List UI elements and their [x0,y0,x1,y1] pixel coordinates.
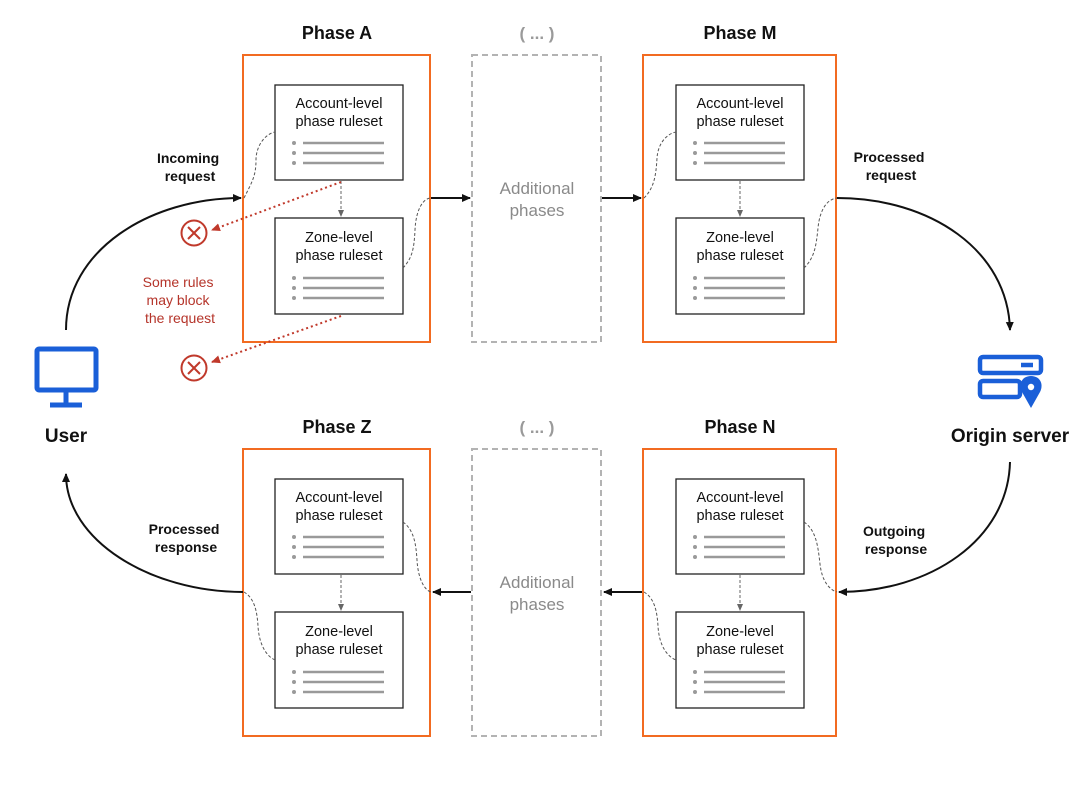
ruleset-label-line1: Account-level [696,96,783,112]
rule-list-icon [292,535,384,559]
outgoing-response-label: Outgoing response [863,523,929,557]
rule-list-icon [292,276,384,300]
ruleset-label-line1: Zone-level [706,624,774,640]
ruleset-label-line1: Zone-level [305,624,373,640]
dashed-callout [643,131,677,199]
dashed-callout [402,197,432,269]
phase-z-title: Phase Z [302,417,371,437]
ruleset-label-line1: Account-level [295,96,382,112]
blocked-x-icon [180,354,208,382]
processed-response-arrow [62,473,244,593]
block-note: Some rules may block the request [143,274,218,326]
outgoing-line1: Outgoing [863,523,925,539]
processed-request-line2: request [866,167,917,183]
incoming-request-label: Incoming request [157,150,223,184]
block-note-line3: the request [145,310,215,326]
zone-ruleset-box: Zone-level phase ruleset [675,217,805,315]
incoming-line1: Incoming [157,150,219,166]
additional-label-line2: phases [510,595,565,614]
block-note-line2: may block [147,292,211,308]
zone-ruleset-box: Zone-level phase ruleset [274,217,404,315]
additional-label-line1: Additional [500,573,575,592]
processed-request-line1: Processed [854,149,925,165]
ellipsis-top: ( ... ) [520,24,555,43]
ruleset-label-line2: phase ruleset [295,114,382,130]
zone-ruleset-box: Zone-level phase ruleset [675,611,805,709]
monitor-icon [34,346,99,408]
origin-server-label: Origin server [951,426,1070,447]
phase-a-title: Phase A [302,23,372,43]
ruleset-label-line1: Account-level [696,490,783,506]
ruleset-label-line2: phase ruleset [696,642,783,658]
processed-response-line1: Processed [149,521,220,537]
dashed-callout [243,591,276,661]
user-label: User [45,426,88,447]
ruleset-label-line2: phase ruleset [295,642,382,658]
server-location-icon [977,354,1044,408]
account-ruleset-box: Account-level phase ruleset [274,84,404,181]
ruleset-label-line1: Zone-level [706,230,774,246]
phase-m-box: Account-level phase ruleset Zone-level p… [642,54,838,343]
block-note-line1: Some rules [143,274,214,290]
dashed-callout [803,521,838,593]
ruleset-label-line2: phase ruleset [295,508,382,524]
rule-list-icon [292,141,384,165]
rule-list-icon [693,535,785,559]
phase-n-box: Account-level phase ruleset Zone-level p… [642,448,838,737]
ellipsis-bottom: ( ... ) [520,418,555,437]
rule-list-icon [693,670,785,694]
phase-n-title: Phase N [704,417,775,437]
dashed-callout [803,197,838,269]
rule-list-icon [693,141,785,165]
additional-phases-bottom: Additional phases [471,448,602,737]
additional-label-line1: Additional [500,179,575,198]
outgoing-line2: response [865,541,927,557]
blocked-x-icon [180,219,208,247]
ruleset-label-line2: phase ruleset [295,248,382,264]
additional-label-line2: phases [510,201,565,220]
phase-m-title: Phase M [703,23,776,43]
ruleset-label-line2: phase ruleset [696,114,783,130]
ruleset-label-line1: Zone-level [305,230,373,246]
dashed-callout [643,591,677,661]
processed-response-line2: response [155,539,217,555]
incoming-line2: request [165,168,216,184]
phase-z-box: Account-level phase ruleset Zone-level p… [242,448,432,737]
ruleset-label-line2: phase ruleset [696,248,783,264]
ruleset-label-line1: Account-level [295,490,382,506]
account-ruleset-box: Account-level phase ruleset [274,478,404,575]
phase-a-box: Account-level phase ruleset Zone-level p… [242,54,432,343]
rule-list-icon [292,670,384,694]
additional-phases-top: Additional phases [471,54,602,343]
account-ruleset-box: Account-level phase ruleset [675,478,805,575]
block-arrow [211,315,342,364]
processed-response-label: Processed response [149,521,224,555]
processed-request-label: Processed request [854,149,929,183]
rule-list-icon [693,276,785,300]
ruleset-label-line2: phase ruleset [696,508,783,524]
incoming-request-arrow [65,194,242,331]
account-ruleset-box: Account-level phase ruleset [675,84,805,181]
outgoing-response-arrow [838,461,1011,596]
zone-ruleset-box: Zone-level phase ruleset [274,611,404,709]
dashed-callout [402,521,432,593]
processed-request-arrow [836,197,1014,331]
dashed-callout [243,131,276,199]
